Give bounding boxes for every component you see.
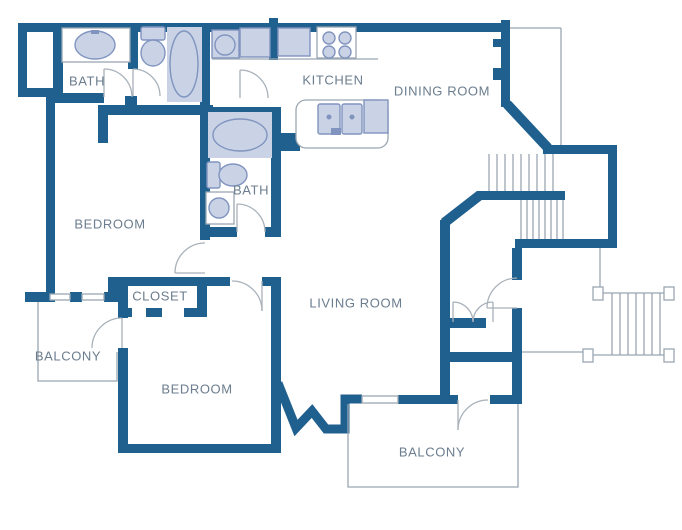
room-label-balcony-2: BALCONY — [398, 444, 466, 460]
room-label-bedroom-1: BEDROOM — [74, 216, 146, 232]
room-label-bath-2: BATH — [232, 182, 270, 198]
bath1-sink-counter — [61, 27, 131, 63]
room-label-bedroom-2: BEDROOM — [161, 381, 233, 397]
toilet-1 — [140, 26, 166, 67]
round-sink — [205, 191, 235, 225]
room-label-closet: CLOSET — [132, 288, 188, 304]
bathtub-1 — [167, 27, 202, 102]
room-label-dining-room: DINING ROOM — [393, 83, 491, 99]
oval-tub — [208, 112, 272, 158]
exterior-stairs — [522, 248, 675, 363]
kitchen-counter — [212, 27, 378, 60]
room-label-living-room: LIVING ROOM — [309, 295, 403, 311]
range-stove — [316, 26, 357, 59]
kitchen-island — [295, 99, 389, 149]
room-label-bath-1: BATH — [68, 73, 106, 89]
washer — [211, 29, 240, 59]
room-label-balcony-1: BALCONY — [34, 348, 102, 364]
interior-stairs — [488, 27, 564, 239]
room-label-kitchen: KITCHEN — [302, 72, 364, 88]
door-swings — [91, 68, 518, 431]
balcony-outlines — [37, 302, 519, 488]
toilet-2 — [206, 161, 248, 189]
windows — [49, 293, 399, 404]
